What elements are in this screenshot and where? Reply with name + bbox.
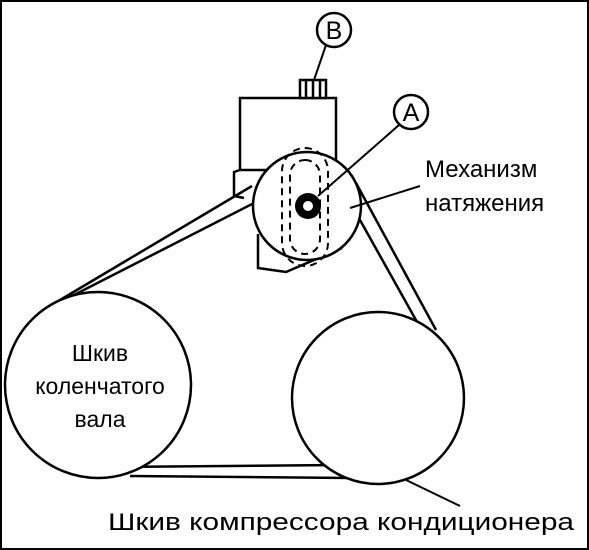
leader-a xyxy=(317,124,400,197)
marker-b-label: B xyxy=(326,17,343,45)
marker-b: B xyxy=(315,11,353,49)
crankshaft-pulley: Шкив коленчатого вала xyxy=(3,290,193,480)
compressor-label: Шкив компрессора кондиционера xyxy=(108,509,575,536)
tensioner-label: Механизм натяжения xyxy=(425,156,544,217)
crank-label-line1: Шкив xyxy=(72,340,128,366)
compressor-pulley xyxy=(290,310,466,486)
marker-a-label: A xyxy=(403,99,420,127)
leader-b xyxy=(313,44,327,81)
tensioner-pulley xyxy=(251,147,363,267)
crank-label-line2: коленчатого xyxy=(35,373,165,399)
crank-label-line3: вала xyxy=(75,406,126,432)
leader-tensioner xyxy=(349,185,421,209)
leader-compressor xyxy=(405,479,461,507)
adjusting-bolt xyxy=(298,78,328,100)
tensioner-label-line2: натяжения xyxy=(425,190,544,217)
marker-a: A xyxy=(392,93,430,131)
tensioner-label-line1: Механизм xyxy=(425,156,537,183)
